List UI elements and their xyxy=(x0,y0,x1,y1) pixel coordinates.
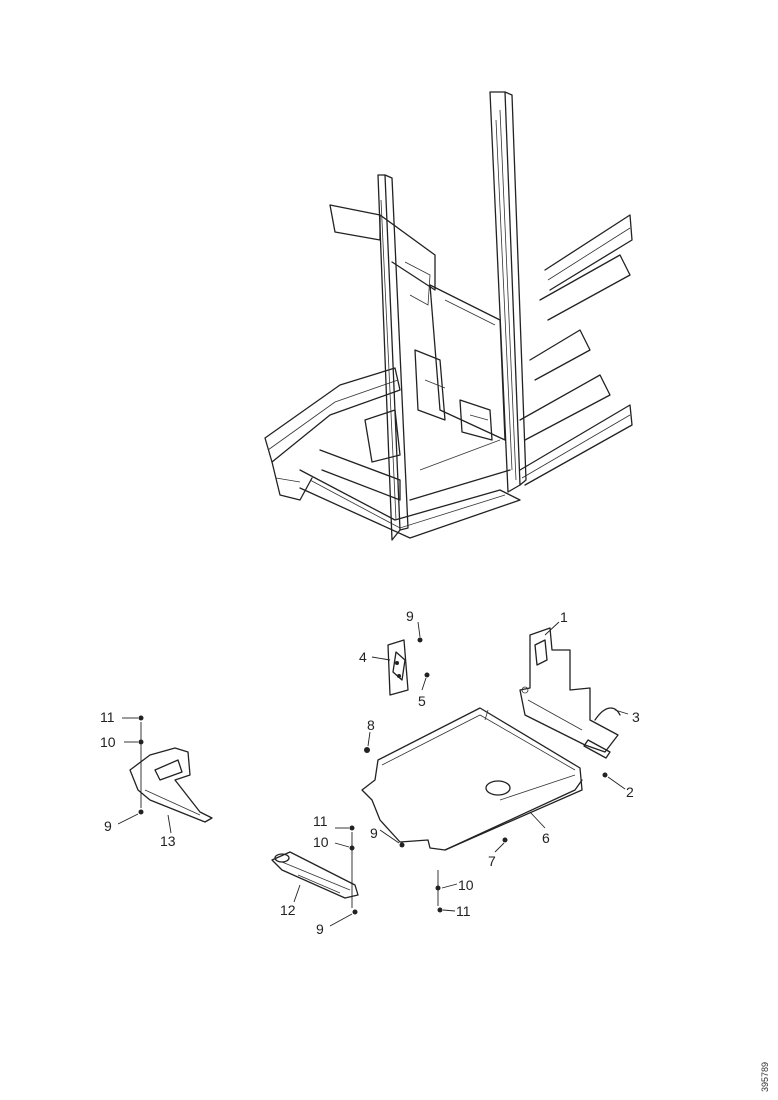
callout-11-right: 11 xyxy=(456,903,471,919)
guard-plate-item-13 xyxy=(129,747,213,823)
callout-6: 6 xyxy=(542,830,550,846)
callout-10-middle: 10 xyxy=(313,834,329,850)
callout-7: 7 xyxy=(488,853,496,869)
callout-labels: 1 3 2 9 4 5 8 6 7 9 11 10 9 13 11 10 12 … xyxy=(100,608,640,937)
callout-4: 4 xyxy=(359,649,367,665)
chassis-frame-illustration xyxy=(264,91,633,541)
bracket-plate-item-1 xyxy=(519,627,621,759)
callout-9-bottom: 9 xyxy=(316,921,324,937)
callout-5: 5 xyxy=(418,693,426,709)
reference-number: 395789 xyxy=(760,1062,770,1092)
callout-10-right: 10 xyxy=(458,877,474,893)
callout-12: 12 xyxy=(280,902,296,918)
callout-2: 2 xyxy=(626,784,634,800)
leader-lines xyxy=(117,621,629,927)
callout-9-top: 9 xyxy=(406,608,414,624)
callout-9-left: 9 xyxy=(104,818,112,834)
callout-3: 3 xyxy=(632,709,640,725)
callout-1: 1 xyxy=(560,609,568,625)
callout-11-left: 11 xyxy=(100,709,115,725)
callout-8: 8 xyxy=(367,717,375,733)
fasteners xyxy=(138,637,608,915)
guard-plate-item-12 xyxy=(271,851,359,899)
callout-11-middle: 11 xyxy=(313,813,328,829)
callout-13: 13 xyxy=(160,833,176,849)
callout-9-center: 9 xyxy=(370,825,378,841)
skid-plate-item-6 xyxy=(361,707,583,851)
small-bracket-item-4 xyxy=(387,639,409,696)
callout-10-left: 10 xyxy=(100,734,116,750)
